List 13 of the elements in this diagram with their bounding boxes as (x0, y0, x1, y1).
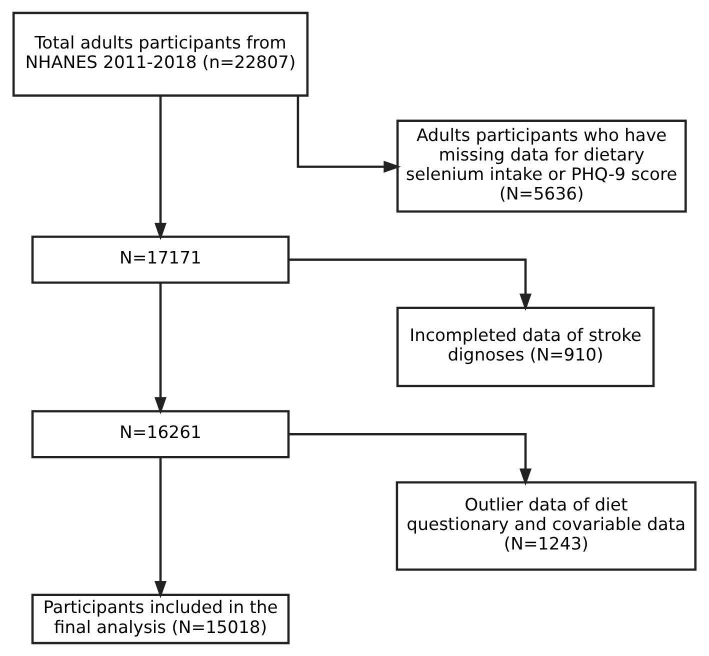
arrow (288, 433, 532, 486)
arrow (296, 96, 401, 173)
arrow (154, 457, 167, 598)
arrow (154, 96, 167, 240)
node-box: Total adults participants from NHANES 2011-2018 (n=22807) (12, 12, 309, 97)
arrow (288, 258, 532, 311)
node-box: N=16261 (31, 410, 290, 458)
node-box: N=17171 (31, 236, 290, 284)
node-box: Outlier data of diet questionary and covariable data (N=1243) (396, 481, 697, 571)
node-box: Adults participants who have missing data for dietary selenium intake or PHQ-9 score (N=5636) (396, 120, 687, 213)
node-box: Incompleted data of stroke dignoses (N=910) (396, 306, 655, 388)
node-box: Participants included in the final analysis (N=15018) (31, 594, 290, 644)
arrow (154, 282, 167, 414)
